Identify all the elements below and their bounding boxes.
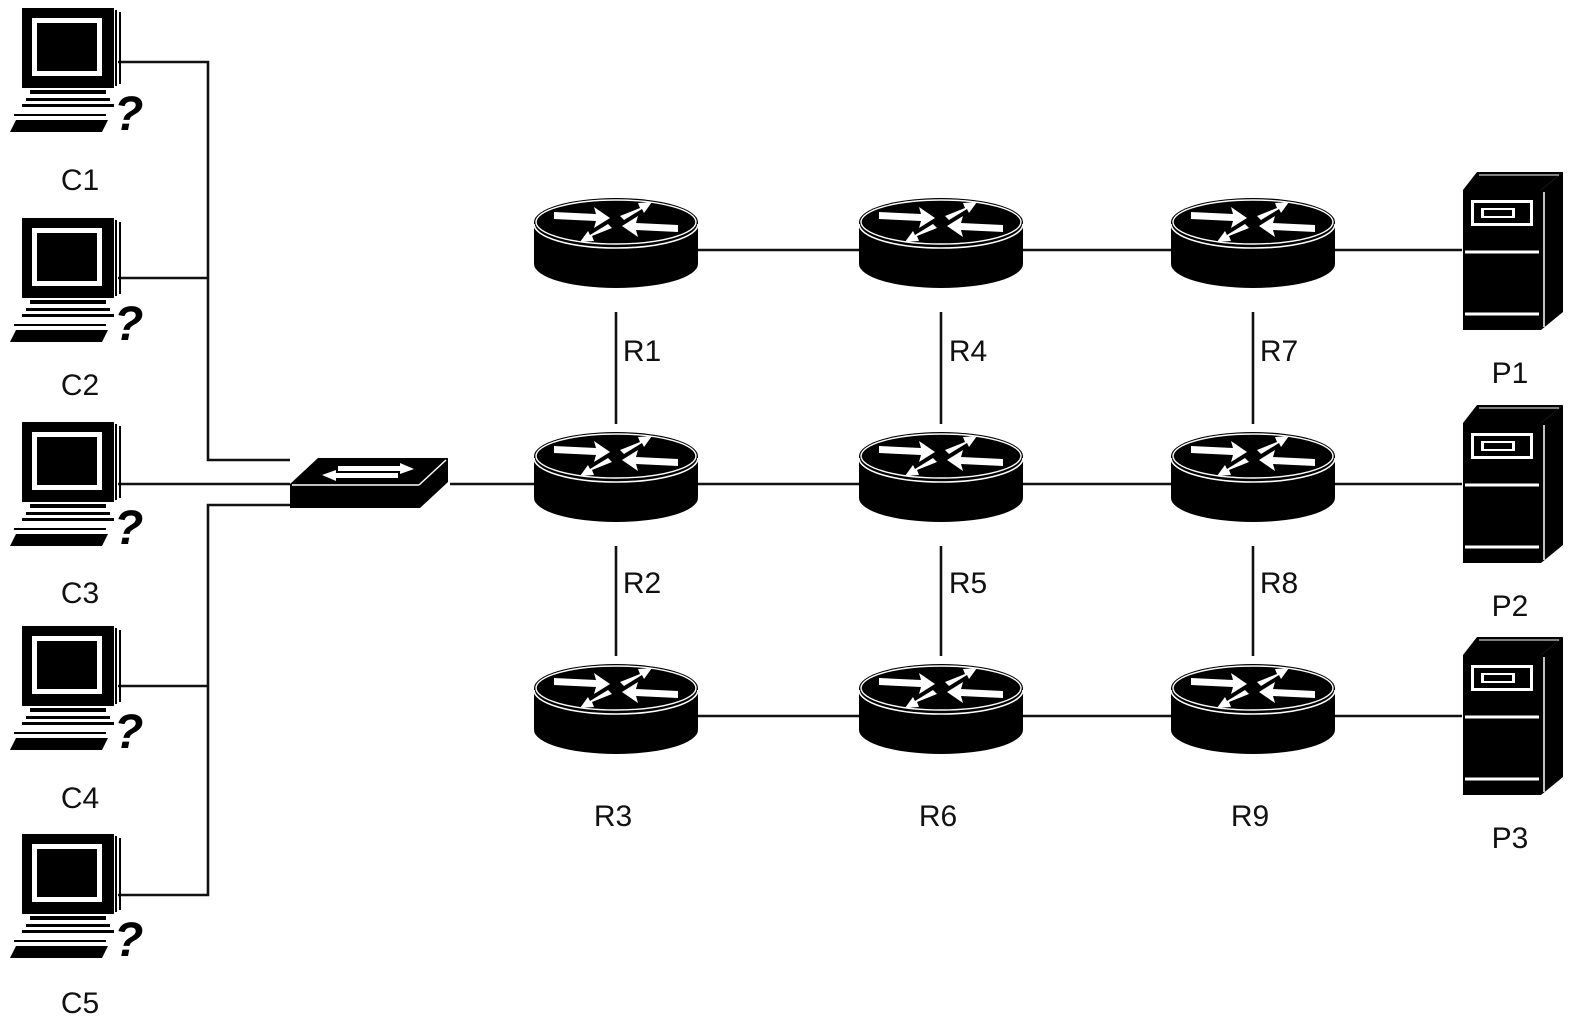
server-icon <box>1461 170 1565 332</box>
router-r1: R1 <box>533 197 699 368</box>
client-label: C1 <box>61 164 99 197</box>
switch <box>290 458 448 508</box>
client-c1: C1 <box>9 7 145 197</box>
client-links <box>116 60 290 897</box>
router-r9: R9 <box>1170 663 1336 833</box>
router-label: R6 <box>919 800 957 833</box>
server-label: P2 <box>1492 590 1529 623</box>
router-icon <box>858 431 1024 523</box>
workstation-icon <box>9 625 145 760</box>
workstation-icon <box>9 833 145 968</box>
client-c5: C5 <box>9 833 145 1020</box>
client-c2: C2 <box>9 217 145 402</box>
workstation-icon <box>9 421 145 556</box>
router-r6: R6 <box>858 663 1024 833</box>
client-c3: C3 <box>9 421 145 610</box>
workstation-icon <box>9 217 145 352</box>
router-label: R5 <box>949 567 987 600</box>
router-r3: R3 <box>533 663 699 833</box>
router-r2: R2 <box>533 431 699 600</box>
server-label: P1 <box>1492 357 1529 390</box>
server-icon <box>1461 635 1565 797</box>
router-label: R7 <box>1260 335 1298 368</box>
router-label: R1 <box>623 335 661 368</box>
server-label: P3 <box>1492 822 1529 855</box>
server-p3: P3 <box>1461 635 1565 855</box>
server-p1: P1 <box>1461 170 1565 390</box>
client-label: C2 <box>61 369 99 402</box>
router-icon <box>858 197 1024 289</box>
client-label: C5 <box>61 987 99 1020</box>
client-label: C3 <box>61 577 99 610</box>
router-label: R9 <box>1231 800 1269 833</box>
router-label: R3 <box>594 800 632 833</box>
switch-icon <box>290 458 448 508</box>
server-p2: P2 <box>1461 403 1565 623</box>
router-links <box>450 248 1462 718</box>
router-icon <box>1170 431 1336 523</box>
router-icon <box>1170 197 1336 289</box>
server-icon <box>1461 403 1565 565</box>
router-icon <box>533 663 699 755</box>
router-icon <box>1170 663 1336 755</box>
router-icon <box>533 197 699 289</box>
router-icon <box>858 663 1024 755</box>
router-label: R4 <box>949 335 987 368</box>
router-r8: R8 <box>1170 431 1336 600</box>
router-icon <box>533 431 699 523</box>
router-label: R2 <box>623 567 661 600</box>
router-label: R8 <box>1260 567 1298 600</box>
client-c4: C4 <box>9 625 145 815</box>
router-r4: R4 <box>858 197 1024 368</box>
router-r7: R7 <box>1170 197 1336 368</box>
client-label: C4 <box>61 782 99 815</box>
router-r5: R5 <box>858 431 1024 600</box>
workstation-icon <box>9 7 145 142</box>
